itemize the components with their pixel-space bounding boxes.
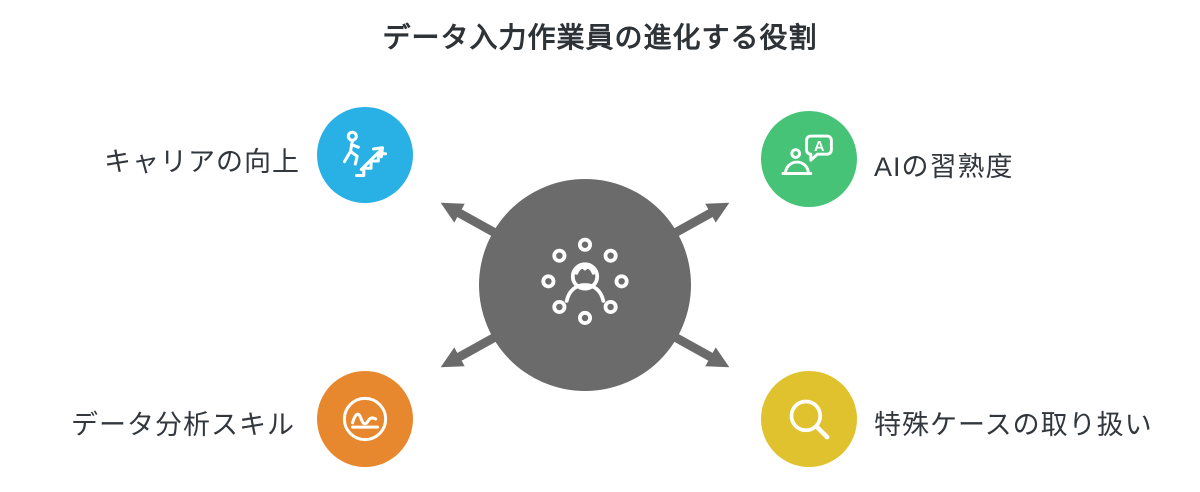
arrow-top-right [670, 202, 730, 238]
arrow-bottom-right [670, 332, 730, 368]
node-ai-circle: A [761, 111, 857, 207]
ai-bubble-letter: A [814, 139, 825, 155]
person-network-icon [541, 237, 629, 325]
career-growth-icon [342, 130, 388, 178]
line-chart-icon [342, 396, 388, 442]
ai-chat-icon: A [781, 134, 833, 175]
node-special-circle [761, 371, 857, 467]
arrow-bottom-left [440, 332, 500, 368]
node-career-label: キャリアの向上 [104, 147, 300, 177]
magnifier-icon [789, 399, 830, 440]
arrow-top-left [440, 202, 500, 238]
node-ai-label: AIの習熟度 [874, 152, 1014, 182]
center-node [479, 179, 691, 391]
node-career-circle [317, 107, 413, 203]
diagram-title: データ入力作業員の進化する役割 [382, 22, 818, 53]
node-special-label: 特殊ケースの取り扱い [874, 410, 1153, 440]
node-analysis-label: データ分析スキル [71, 410, 295, 440]
node-analysis-circle [317, 371, 413, 467]
